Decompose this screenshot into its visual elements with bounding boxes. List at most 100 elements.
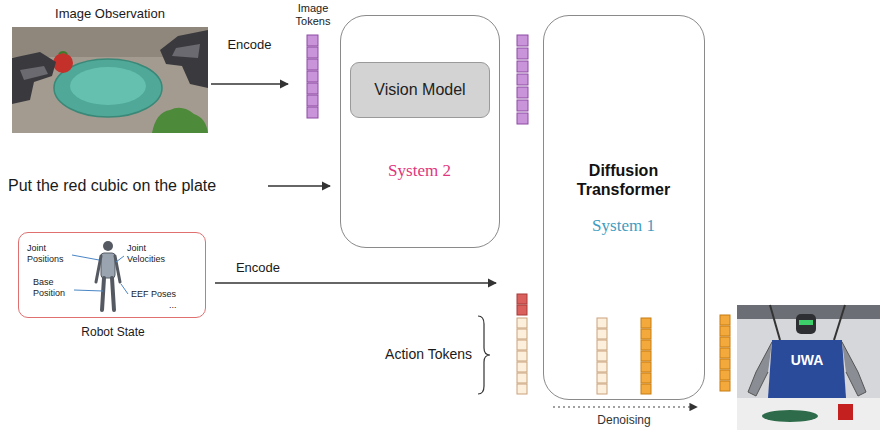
illustration-use xyxy=(517,113,528,124)
action-token-column xyxy=(597,318,607,394)
state-field: Joint Velocities xyxy=(127,243,179,265)
illustration-use xyxy=(307,107,318,118)
image-observation: Image Observation xyxy=(12,6,208,134)
illustration-use xyxy=(641,351,651,361)
panel-heading: Robot State xyxy=(19,325,207,339)
leader-lines xyxy=(72,255,128,294)
illustration-use xyxy=(517,318,527,328)
state-encode-arrow xyxy=(215,282,496,283)
illustration-line xyxy=(112,278,114,310)
observation-photo xyxy=(12,27,208,133)
illustration-use xyxy=(641,340,651,350)
illustration-path xyxy=(152,108,208,133)
illustration-use xyxy=(641,373,651,383)
illustration-rect xyxy=(101,253,115,278)
illustration-use xyxy=(517,74,528,85)
illustration-use xyxy=(517,48,528,59)
model-name: Diffusion Transformer xyxy=(550,161,697,199)
illustration-use xyxy=(597,340,607,350)
panel-heading: Image Observation xyxy=(12,6,208,22)
illustration-path xyxy=(20,66,48,80)
process-label: Vision Model xyxy=(355,80,485,99)
illustration-use xyxy=(597,318,607,328)
illustration-use xyxy=(597,384,607,394)
action-token-column xyxy=(720,315,730,391)
edge-label: Encode xyxy=(225,37,273,53)
illustration-path xyxy=(160,30,208,88)
action-token-column xyxy=(517,318,527,394)
illustration-use xyxy=(517,294,527,304)
bracket xyxy=(478,316,490,394)
illustration-rect xyxy=(737,398,880,430)
illustration-ellipse xyxy=(762,410,818,422)
illustration-use xyxy=(307,95,318,106)
process-box: Vision Model xyxy=(350,62,490,118)
illustration-use xyxy=(517,305,527,315)
illustration-use xyxy=(641,384,651,394)
illustration-circle xyxy=(53,53,73,73)
illustration-use xyxy=(517,61,528,72)
illustration-use xyxy=(307,83,318,94)
illustration-use xyxy=(517,373,527,383)
image-token-column xyxy=(517,35,528,124)
illustration-use xyxy=(720,337,730,347)
robot-photo xyxy=(737,305,880,430)
illustration-line xyxy=(72,255,99,260)
denoising-arrow xyxy=(553,406,697,407)
arrow-label: Encode xyxy=(236,260,280,276)
action-token-column xyxy=(641,318,651,394)
illustration-use xyxy=(720,359,730,369)
illustration-rect xyxy=(737,305,880,430)
instruction-text: Put the red cubic on the plate xyxy=(8,176,216,195)
illustration-use xyxy=(597,351,607,361)
illustration-rect xyxy=(799,320,813,325)
robot-figure xyxy=(96,241,120,310)
illustration-use xyxy=(517,100,528,111)
illustration-line xyxy=(121,284,128,294)
illustration-ellipse xyxy=(70,67,146,105)
state-field: Joint Positions xyxy=(27,243,73,265)
state-field: EEF Poses xyxy=(131,289,191,300)
illustration-use xyxy=(720,381,730,391)
illustration-path xyxy=(59,52,67,54)
illustration-use xyxy=(307,47,318,58)
illustration-use xyxy=(597,373,607,383)
illustration-rect xyxy=(838,404,853,420)
system-label: System 1 xyxy=(544,216,703,236)
illustration-line xyxy=(74,290,103,291)
token-heading: Image Tokens xyxy=(291,2,335,28)
illustration-path xyxy=(172,44,200,58)
token-group: Image Tokens xyxy=(291,2,335,124)
illustration-line xyxy=(116,256,124,262)
illustration-use xyxy=(517,384,527,394)
illustration-use xyxy=(597,329,607,339)
illustration-use xyxy=(517,340,527,350)
illustration-use xyxy=(720,348,730,358)
illustration-use xyxy=(517,87,528,98)
illustration-use xyxy=(720,315,730,325)
illustration-use xyxy=(517,351,527,361)
illustration-circle xyxy=(103,241,113,251)
system-label: System 2 xyxy=(341,161,498,181)
illustration-use xyxy=(307,35,318,46)
state-box: Joint Positions Joint VelocitiesBase Posi… xyxy=(18,232,206,318)
image-token-column xyxy=(307,35,318,118)
state-field: ... xyxy=(169,300,193,311)
illustration-use xyxy=(517,362,527,372)
illustration-use xyxy=(517,329,527,339)
system-box: Diffusion TransformerSystem 1 xyxy=(543,15,705,400)
illustration-path xyxy=(748,342,772,396)
illustration-path xyxy=(768,340,846,398)
illustration-rect xyxy=(796,314,816,334)
illustration-use xyxy=(641,329,651,339)
illustration-line xyxy=(834,305,845,340)
illustration-use xyxy=(517,35,528,46)
illustration-use xyxy=(597,362,607,372)
token-label: Action Tokens xyxy=(385,346,472,363)
state-field: Base Position xyxy=(33,277,75,299)
illustration-path xyxy=(842,342,866,396)
system-box: System 2 Vision Model xyxy=(340,15,500,248)
shirt-text: UWA xyxy=(791,352,824,369)
